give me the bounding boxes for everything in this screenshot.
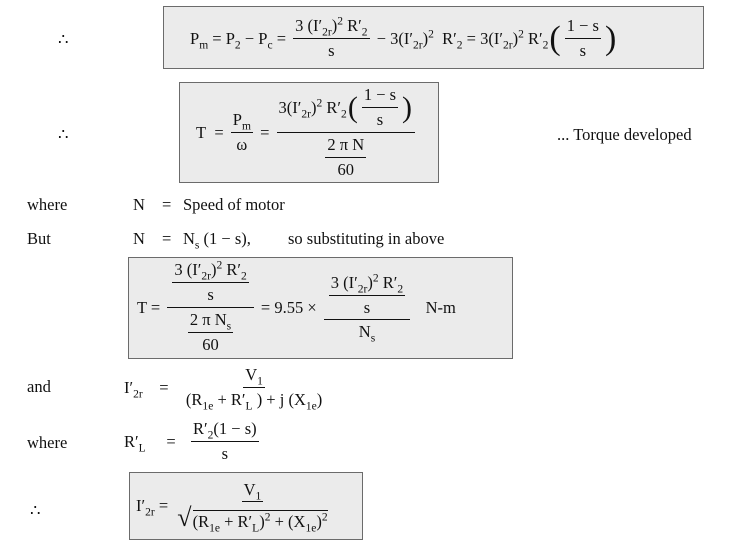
mechanical-power-equation: Pm = P2 − Pc = 3 (I′2r)2 R′2 s − 3(I′2r)…: [190, 15, 617, 60]
but-label: But: [27, 229, 51, 248]
where-label: where: [27, 195, 68, 214]
rotor-current-magnitude-fraction: V1 √ (R1e + R′L)2 + (X1e)2: [177, 479, 328, 534]
rotor-current-magnitude-equation: I′2r = V1 √ (R1e + R′L)2 + (X1e)2: [136, 479, 328, 534]
pm-over-omega-fraction: Pm ω: [230, 110, 253, 154]
and-label: and: [27, 377, 51, 396]
rotor-power-fraction: 3 (I′2r)2 R′2 s: [328, 272, 406, 317]
slip-fraction: 1 − s s: [564, 15, 601, 60]
torque-developed-note: ... Torque developed: [557, 125, 692, 144]
torque-substituted-equation-box: T = 3 (I′2r)2 R′2 s 2 π Ns 60 = 9.55 × 3…: [128, 257, 513, 359]
square-root: √ (R1e + R′L)2 + (X1e)2: [177, 503, 328, 534]
equals-sign: =: [162, 195, 172, 214]
speed-of-motor-text: Speed of motor: [183, 195, 285, 214]
therefore-symbol: ∴: [58, 125, 69, 144]
rotor-current-symbol: I′2r: [136, 496, 155, 519]
rotor-current-magnitude-box: I′2r = V1 √ (R1e + R′L)2 + (X1e)2: [129, 472, 363, 540]
torque-equation: T = Pm ω = 3(I′2r)2 R′2 ( 1 − s s ) 2 π …: [196, 85, 418, 181]
copper-loss-fraction: 3 (I′2r)2 R′2 s: [293, 15, 370, 60]
p2-symbol: P2: [225, 28, 241, 51]
slip-speed-relation: Ns (1 − s),: [183, 229, 251, 252]
load-resistance-symbol: R′L: [124, 432, 146, 455]
unit-label: N-m: [425, 298, 456, 317]
torque-simplified-fraction: 3 (I′2r)2 R′2 s Ns: [323, 272, 411, 345]
copper-loss-term: − 3(I′2r)2 R′2: [376, 28, 463, 51]
load-resistance-equation: R′L = R′2(1 − s) s: [124, 419, 259, 463]
therefore-symbol: ∴: [30, 501, 41, 520]
rotor-current-fraction: V1 (R1e + R′L ) + j (X1e): [185, 365, 323, 413]
torque-equation-box: T = Pm ω = 3(I′2r)2 R′2 ( 1 − s s ) 2 π …: [179, 82, 439, 183]
therefore-symbol: ∴: [58, 30, 69, 49]
pc-symbol: Pc: [258, 28, 273, 51]
torque-symbol: T =: [137, 298, 161, 317]
angular-speed-fraction: 2 π N 60: [325, 135, 367, 179]
power-term: = 3(I′2r)2 R′2: [466, 28, 549, 51]
substitution-note: so substituting in above: [288, 229, 445, 248]
rotor-power-fraction: 3 (I′2r)2 R′2 s: [172, 259, 249, 305]
load-resistance-fraction: R′2(1 − s) s: [191, 419, 259, 463]
synchronous-speed-fraction: 2 π Ns 60: [187, 310, 234, 354]
torque-substituted-equation: T = 3 (I′2r)2 R′2 s 2 π Ns 60 = 9.55 × 3…: [137, 260, 456, 356]
slip-fraction: 1 − s s: [361, 85, 399, 130]
torque-fraction: 3(I′2r)2 R′2 ( 1 − s s ) 2 π N 60: [276, 85, 416, 180]
equals-sign: =: [212, 28, 222, 48]
mechanical-power-equation-box: Pm = P2 − Pc = 3 (I′2r)2 R′2 s − 3(I′2r)…: [163, 6, 704, 69]
where-label: where: [27, 433, 68, 452]
equals-sign: =: [162, 229, 172, 248]
constant-factor: = 9.55 ×: [260, 298, 317, 317]
rotor-current-equation: I′2r = V1 (R1e + R′L ) + j (X1e): [124, 365, 323, 413]
n-symbol: N: [133, 195, 145, 214]
torque-symbol: T: [196, 123, 207, 142]
torque-complex-fraction: 3 (I′2r)2 R′2 s 2 π Ns 60: [167, 259, 254, 355]
pm-symbol: Pm: [190, 28, 209, 51]
minus-sign: −: [244, 28, 255, 48]
rotor-current-symbol: I′2r: [124, 378, 143, 401]
n-symbol: N: [133, 229, 145, 248]
